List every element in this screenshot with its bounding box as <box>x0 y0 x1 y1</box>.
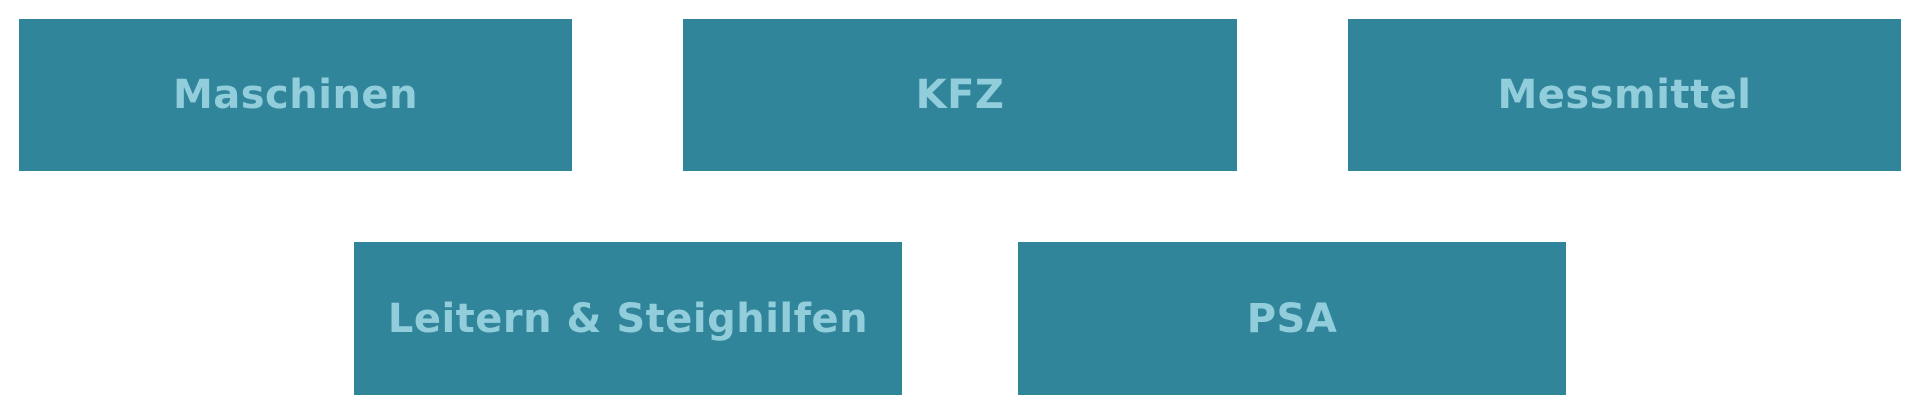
tile-kfz-label: KFZ <box>915 72 1005 118</box>
tile-maschinen-button[interactable]: Maschinen <box>19 19 572 171</box>
tile-psa-label: PSA <box>1246 295 1338 342</box>
tile-leitern-steighilfen-button[interactable]: Leitern & Steighilfen <box>354 242 902 395</box>
tile-maschinen-label: Maschinen <box>172 72 419 118</box>
tile-psa-button[interactable]: PSA <box>1018 242 1566 395</box>
tile-kfz-button[interactable]: KFZ <box>683 19 1237 171</box>
tile-messmittel-button[interactable]: Messmittel <box>1348 19 1901 171</box>
tile-leitern-steighilfen-label: Leitern & Steighilfen <box>387 295 869 342</box>
tile-messmittel-label: Messmittel <box>1497 72 1752 118</box>
